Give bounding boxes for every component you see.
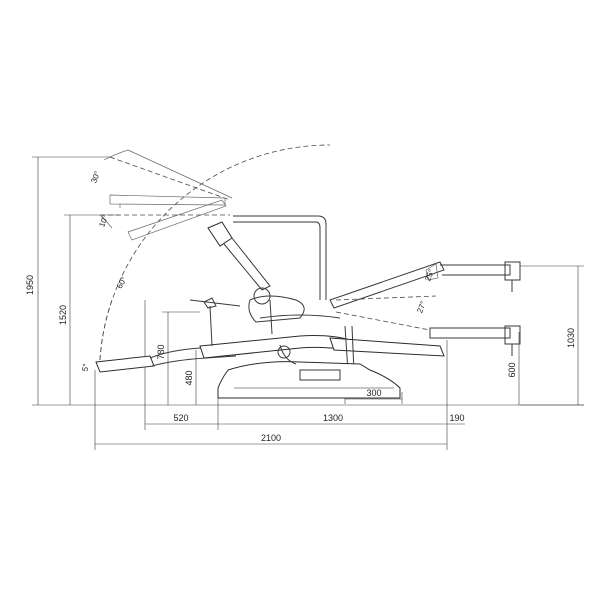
dim-legrest-reach: 520 <box>173 413 188 423</box>
angle-60: 60° <box>115 275 129 290</box>
dim-total-length: 2100 <box>261 433 281 443</box>
angle-25: 25° <box>423 268 436 282</box>
recline-arc <box>99 144 331 361</box>
doctor-tray <box>329 261 521 356</box>
angle-5: 5° <box>80 363 90 372</box>
dim-tray-low: 600 <box>507 362 517 377</box>
angle-30: 30° <box>89 170 102 184</box>
dim-headrest-reach: 190 <box>449 413 464 423</box>
chair-body <box>95 297 445 399</box>
dim-overall-height: 1950 <box>25 275 35 295</box>
headrest-positions <box>100 149 233 241</box>
lamp-post <box>207 215 327 323</box>
dimension-labels: 1950 1520 520 1300 190 2100 300 780 480 … <box>25 275 576 443</box>
dim-seat-low: 480 <box>184 370 194 385</box>
dim-tray-high: 1030 <box>566 328 576 348</box>
angle-10: 10° <box>97 214 110 228</box>
angle-27: 27° <box>415 300 428 314</box>
dim-chair-length: 1300 <box>323 413 343 423</box>
dim-seat-height: 780 <box>156 344 166 359</box>
dim-backrest-height: 1520 <box>58 305 68 325</box>
dimension-lines <box>32 156 584 450</box>
dim-base-width: 300 <box>366 388 381 398</box>
